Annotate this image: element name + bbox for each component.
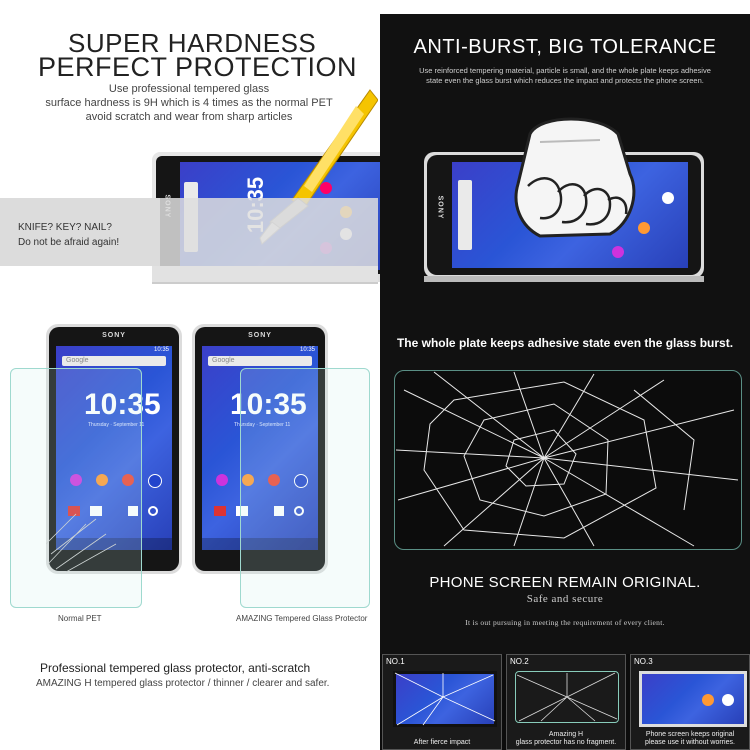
desc-line2: surface hardness is 9H which is 4 times … — [45, 97, 333, 109]
app-icon — [236, 506, 248, 516]
normal-pet-film — [10, 368, 142, 608]
app-icon — [320, 182, 332, 194]
lockscreen-clock: 10:35 — [84, 388, 161, 421]
title-line1: SUPER HARDNESS — [68, 28, 317, 58]
phone-app-icon — [148, 506, 158, 516]
crack-icon — [516, 672, 618, 722]
step-3-phone — [639, 671, 747, 727]
phone-screen: 10:35 Google 10:35 Thursday · September … — [202, 346, 318, 550]
app-icon — [128, 506, 138, 516]
desc-line3: avoid scratch and wear from sharp articl… — [85, 111, 293, 123]
right-phone-brand: SONY — [436, 195, 444, 220]
crack-icon — [394, 672, 496, 726]
search-bar: Google — [208, 356, 312, 366]
caption-amazing: AMAZING Tempered Glass Protector — [236, 614, 368, 623]
phone-app-icon — [294, 506, 304, 516]
search-bar: Google — [62, 356, 166, 366]
step-2-glass — [515, 671, 619, 723]
app-icon — [722, 694, 734, 706]
app-icon — [96, 474, 108, 486]
app-icon — [70, 474, 82, 486]
app-icon — [274, 506, 284, 516]
step-2-label: NO.2 — [510, 657, 529, 666]
right-phone-edge — [424, 276, 704, 282]
phone-screen: 10:35 Google 10:35 Thursday · September … — [56, 346, 172, 550]
right-panel: ANTI-BURST, BIG TOLERANCE Use reinforced… — [380, 14, 750, 654]
dock-row — [214, 506, 304, 518]
hardness-description: Use professional tempered glass surface … — [0, 82, 378, 124]
cracked-glass-panel — [394, 370, 742, 550]
date: September 11 — [259, 422, 291, 428]
phone-amazing: SONY 10:35 Google 10:35 Thursday · Septe… — [192, 324, 328, 574]
app-icon — [90, 506, 102, 516]
date: September 11 — [113, 422, 145, 428]
app-icon — [612, 246, 624, 258]
search-bar — [458, 180, 472, 250]
step-1-label: NO.1 — [386, 657, 405, 666]
comparison-strip: NO.1 After fierce impact NO.2 Amazing H … — [380, 654, 750, 750]
glass-crack-icon — [395, 371, 739, 547]
step-3-box: NO.3 Phone screen keeps original please … — [630, 654, 750, 750]
nav-bar — [202, 538, 318, 550]
title-line2: PERFECT PROTECTION — [38, 52, 358, 82]
caption-normal-pet: Normal PET — [58, 614, 102, 623]
step-2-caption: Amazing H glass protector has no fragmen… — [507, 731, 625, 747]
status-time: 10:35 — [299, 347, 315, 353]
nav-bar — [56, 538, 172, 550]
step-3-caption: Phone screen keeps original please use i… — [631, 731, 749, 747]
landscape-phone-bottom — [152, 266, 378, 284]
left-panel: SUPER HARDNESS PERFECT PROTECTION Use pr… — [0, 28, 380, 689]
app-icon — [122, 474, 134, 486]
app-icon — [68, 506, 80, 516]
app-icon — [638, 222, 650, 234]
app-icon — [702, 694, 714, 706]
scratch-marks-icon — [46, 513, 117, 573]
step-3-caption-line1: Phone screen keeps original — [645, 731, 735, 738]
date-label: Thursday · September 11 — [234, 422, 291, 428]
app-icon — [294, 474, 308, 488]
remain-original: PHONE SCREEN REMAIN ORIGINAL. — [429, 574, 701, 591]
phone-normal-pet: SONY 10:35 Google 10:35 Thursday · Septe… — [46, 324, 182, 574]
pursuing-text: It is out pursuing in meeting the requir… — [465, 618, 665, 627]
app-icon — [242, 474, 254, 486]
safe-secure: Safe and secure — [526, 593, 604, 605]
app-icon — [268, 474, 280, 486]
step-2-box: NO.2 Amazing H glass protector has no fr… — [506, 654, 626, 750]
phone-brand: SONY — [102, 332, 126, 339]
app-icon — [214, 506, 226, 516]
weekday: Thursday — [234, 422, 255, 428]
step-1-caption: After fierce impact — [413, 739, 471, 746]
fist-icon — [514, 117, 636, 238]
dock-row — [68, 506, 158, 518]
weekday: Thursday — [88, 422, 109, 428]
bottom-headline: Professional tempered glass protector, a… — [40, 661, 311, 675]
adhesive-caption: The whole plate keeps adhesive state eve… — [396, 336, 734, 350]
status-time: 10:35 — [153, 347, 169, 353]
lockscreen-clock: 10:35 — [230, 388, 307, 421]
knife-reassure: Do not be afraid again! — [18, 237, 120, 248]
amazing-glass-film — [240, 368, 370, 608]
knife-question: KNIFE? KEY? NAIL? — [18, 222, 112, 233]
app-icon — [148, 474, 162, 488]
right-description: Use reinforced tempering material, parti… — [390, 66, 740, 86]
right-title: ANTI-BURST, BIG TOLERANCE — [413, 36, 717, 58]
right-desc-line2: state even the glass burst which reduces… — [426, 76, 704, 85]
step-1-box: NO.1 After fierce impact — [382, 654, 502, 750]
step-2-caption-line1: Amazing H — [548, 731, 584, 738]
app-icon — [216, 474, 228, 486]
date-label: Thursday · September 11 — [88, 422, 145, 428]
phone-brand: SONY — [248, 332, 272, 339]
knife-banner-text-bg — [0, 198, 160, 266]
right-desc-line1: Use reinforced tempering material, parti… — [419, 66, 711, 75]
step-3-label: NO.3 — [634, 657, 653, 666]
desc-line1: Use professional tempered glass — [108, 83, 270, 95]
app-icon — [662, 192, 674, 204]
step-3-caption-line2: please use it without worries. — [645, 739, 735, 746]
step-2-caption-line2: glass protector has no fragment. — [515, 739, 617, 746]
bottom-subline: AMAZING H tempered glass protector / thi… — [36, 678, 330, 689]
